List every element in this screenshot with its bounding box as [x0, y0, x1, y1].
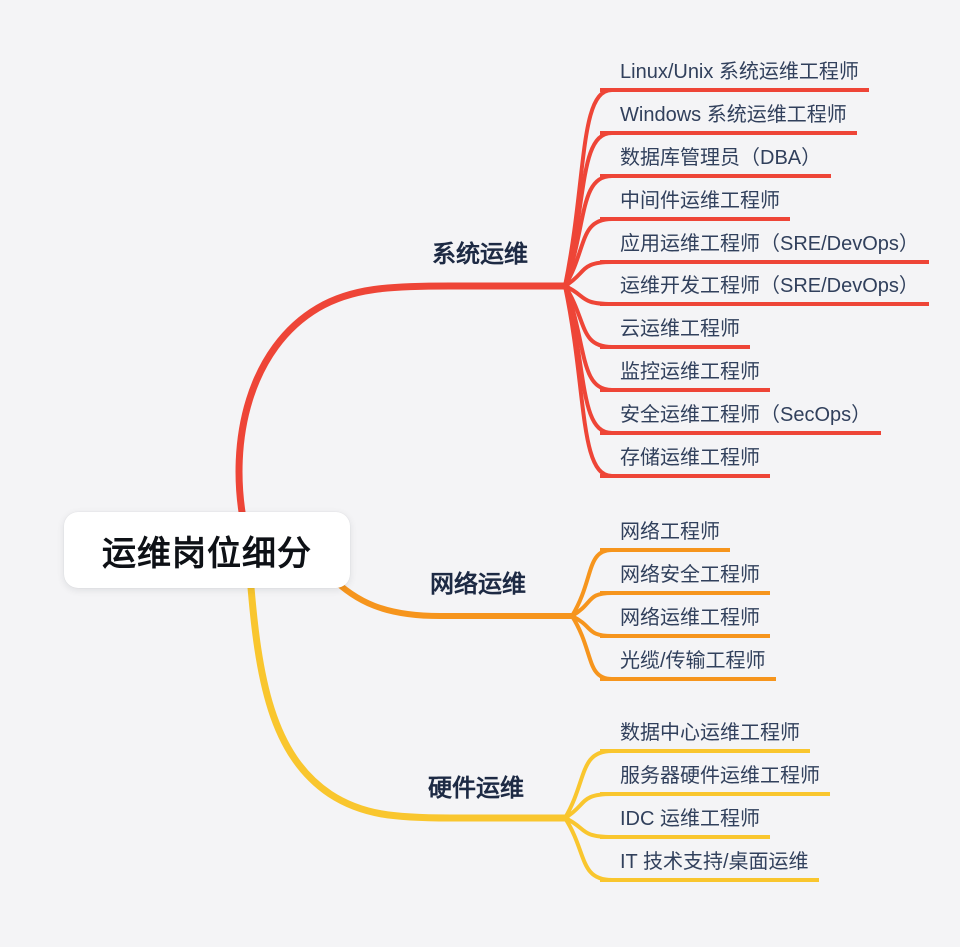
main-branch-curve-hardware-ops: [246, 571, 570, 822]
subtopic-app-ops-sre[interactable]: 应用运维工程师（SRE/DevOps）: [600, 230, 929, 264]
subtopic-it-support-desktop[interactable]: IT 技术支持/桌面运维: [600, 848, 819, 882]
main-branch-curve-system-ops: [235, 282, 570, 528]
subtopic-devops-engineer[interactable]: 运维开发工程师（SRE/DevOps）: [600, 272, 929, 306]
subtopic-secops[interactable]: 安全运维工程师（SecOps）: [600, 401, 882, 435]
subtopic-datacenter-ops[interactable]: 数据中心运维工程师: [600, 719, 810, 753]
subtopic-idc-ops[interactable]: IDC 运维工程师: [600, 805, 770, 839]
subtopic-linux-unix-sysops[interactable]: Linux/Unix 系统运维工程师: [600, 58, 869, 92]
branch-topic-system-ops[interactable]: 系统运维: [432, 241, 528, 268]
root-topic[interactable]: 运维岗位细分: [64, 512, 350, 588]
subtopic-cloud-ops[interactable]: 云运维工程师: [600, 315, 750, 349]
subtopic-monitoring-ops[interactable]: 监控运维工程师: [600, 358, 770, 392]
subtopic-middleware-ops[interactable]: 中间件运维工程师: [600, 187, 790, 221]
subtopic-network-ops-engineer[interactable]: 网络运维工程师: [600, 604, 770, 638]
subtopic-server-hardware-ops[interactable]: 服务器硬件运维工程师: [600, 762, 830, 796]
branch-topic-network-ops[interactable]: 网络运维: [430, 571, 526, 598]
subtopic-network-security-engineer[interactable]: 网络安全工程师: [600, 561, 770, 595]
subtopic-windows-sysops[interactable]: Windows 系统运维工程师: [600, 101, 857, 135]
subtopic-optical-transport[interactable]: 光缆/传输工程师: [600, 647, 776, 681]
subtopic-network-engineer[interactable]: 网络工程师: [600, 518, 730, 552]
subtopic-storage-ops[interactable]: 存储运维工程师: [600, 444, 770, 478]
subtopic-dba[interactable]: 数据库管理员（DBA）: [600, 144, 832, 178]
branch-topic-hardware-ops[interactable]: 硬件运维: [428, 775, 524, 802]
